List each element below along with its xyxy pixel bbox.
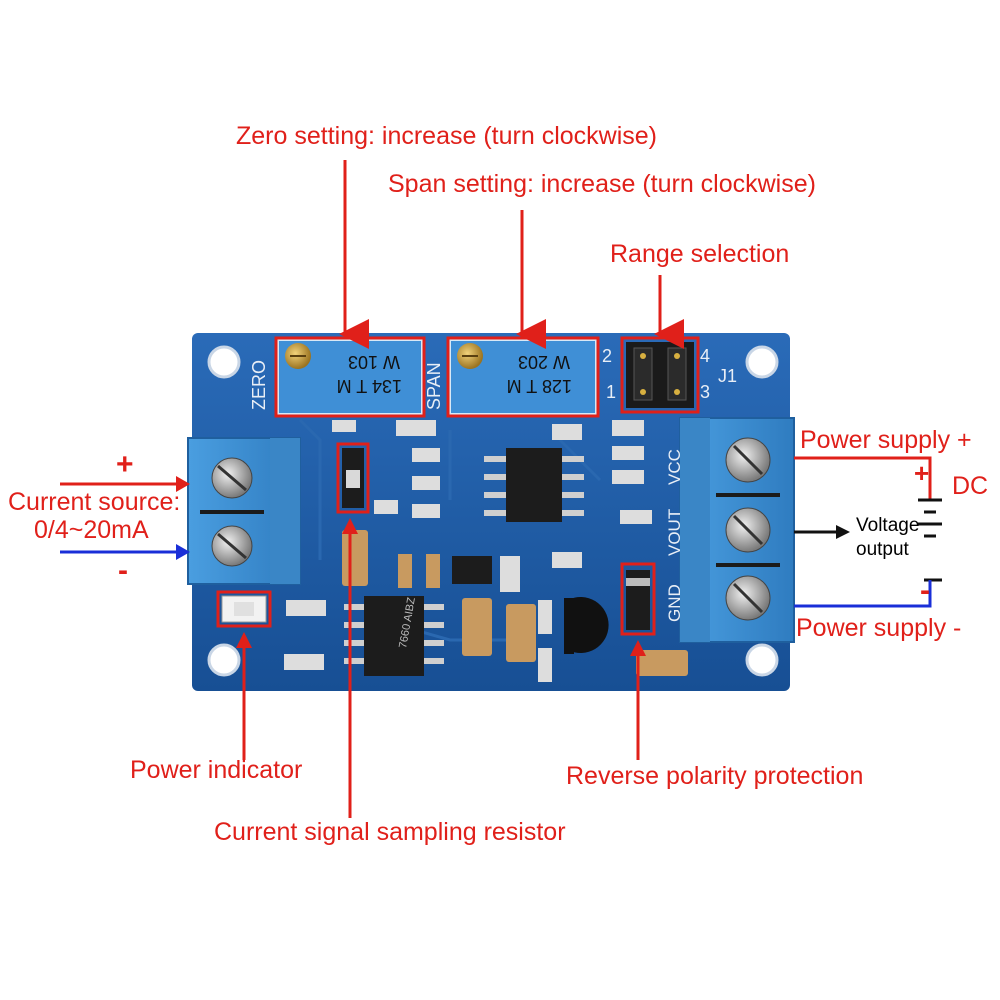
zero-setting-label: Zero setting: increase (turn clockwise) [236, 122, 657, 150]
power-indicator-label: Power indicator [130, 756, 303, 784]
u1-ic: 7660 AIBZ [344, 596, 444, 676]
jumper-pin-2: 2 [602, 346, 612, 366]
capacitors [342, 530, 688, 676]
sampling-resistor [342, 448, 364, 508]
span-silkscreen-label: SPAN [424, 362, 444, 410]
d1-diode [626, 570, 650, 630]
power-supply-plus-label: Power supply + [800, 426, 972, 454]
power-supply-minus-label: Power supply - [796, 614, 962, 642]
dc-label: DC [952, 472, 989, 500]
range-selection-label: Range selection [610, 240, 790, 268]
jumper-label: J1 [718, 366, 737, 386]
dc-minus-sign: - [920, 574, 930, 607]
u3-transistor [452, 556, 492, 584]
zero-pot-code2: 134 T M [337, 376, 402, 396]
span-potentiometer: W 203 128 T M [449, 339, 597, 415]
smd-resistors [284, 420, 652, 682]
sampling-resistor-label: Current signal sampling resistor [214, 818, 566, 846]
u4-opamp [484, 448, 584, 522]
vout-label: VOUT [665, 509, 684, 556]
u2-transistor [564, 597, 609, 654]
span-pot-code2: 128 T M [507, 376, 572, 396]
zero-silkscreen-label: ZERO [249, 360, 269, 410]
output-terminal-block [679, 417, 795, 643]
input-terminal-block [187, 437, 301, 585]
current-source-label: Current source: [8, 488, 181, 516]
voltage-output-label: Voltage output [856, 515, 920, 560]
jumper-pin-1: 1 [606, 382, 616, 402]
jumper-pin-3: 3 [700, 382, 710, 402]
range-jumper-header: 2 4 1 3 J1 [602, 342, 737, 408]
zero-pot-code: W 103 [348, 352, 400, 372]
current-minus-sign: - [118, 554, 128, 587]
d2-led [221, 595, 267, 623]
jumper-pin-4: 4 [700, 346, 710, 366]
gnd-label: GND [665, 584, 684, 622]
annotation-lines [60, 160, 942, 818]
zero-potentiometer: W 103 134 T M [277, 339, 423, 415]
reverse-polarity-label: Reverse polarity protection [566, 762, 864, 790]
current-plus-sign: + [116, 448, 134, 481]
dc-plus-sign: + [914, 458, 930, 488]
span-setting-label: Span setting: increase (turn clockwise) [388, 170, 816, 198]
span-pot-code: W 203 [518, 352, 570, 372]
current-range-label: 0/4~20mA [34, 516, 149, 544]
vcc-label: VCC [665, 449, 684, 485]
